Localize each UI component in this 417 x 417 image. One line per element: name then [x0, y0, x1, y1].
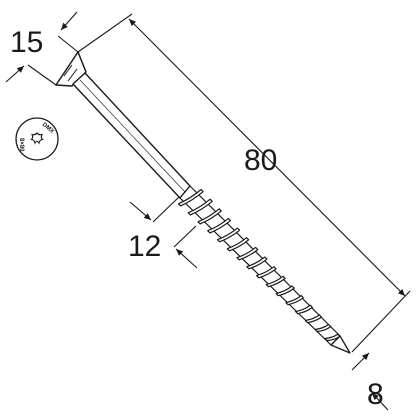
head-marking-brand: DMX: [41, 122, 55, 135]
thread-crest: [246, 256, 268, 270]
thread-crest: [236, 246, 259, 261]
screw-shank-highlight: [79, 79, 186, 193]
thread-crest: [285, 295, 304, 306]
screw-thread-core: [179, 185, 341, 346]
thread-length-label: 12: [128, 230, 161, 263]
shank-dim-arrow-upper: [351, 352, 370, 371]
thread-extension-line-lower: [173, 225, 197, 248]
thread-crest: [265, 275, 286, 288]
shank-dim-arrow-lower: [371, 392, 389, 411]
thread-crest: [187, 198, 213, 216]
screw-body: [55, 51, 351, 354]
head-diameter-label: 15: [10, 26, 43, 59]
thread-crest: [256, 266, 277, 279]
head-top-circle: [15, 117, 59, 161]
thread-crest: [304, 314, 323, 324]
screw-head-rib: [67, 68, 78, 82]
head-marking-code: 8×80: [18, 138, 24, 152]
length-label: 80: [244, 144, 277, 177]
thread-crest: [324, 333, 341, 342]
head-dim-arrow-lower: [5, 65, 25, 83]
length-dimension: [77, 13, 411, 353]
shank-diameter-dimension: [351, 352, 389, 411]
screw-thread-crests: [177, 188, 341, 342]
thread-crest: [177, 188, 204, 207]
head-dim-arrow-upper: [60, 11, 78, 31]
thread-crest: [197, 208, 222, 225]
screw-shank: [72, 72, 191, 199]
head-extension-line-lower: [27, 64, 57, 86]
head-diameter-dimension: [5, 11, 79, 86]
thread-crest: [216, 227, 241, 243]
length-extension-line-tip: [351, 290, 411, 353]
shank-diameter-label: 8: [367, 378, 384, 411]
head-extension-line-upper: [57, 35, 79, 53]
thread-dim-arrow-upper: [129, 201, 152, 221]
head-top-view: DMX 8×80: [15, 117, 59, 161]
thread-crest: [295, 304, 313, 315]
thread-dimension: [129, 195, 198, 269]
thread-crest: [226, 237, 250, 252]
screw-head-rib: [63, 64, 73, 77]
length-dimension-line: [128, 18, 406, 297]
thread-crest: [207, 217, 231, 234]
screw-tip: [330, 335, 351, 354]
length-extension-line-head: [77, 13, 133, 53]
thread-dim-arrow-lower: [175, 248, 198, 269]
torx-drive-icon: [30, 132, 44, 145]
thread-crest: [275, 285, 295, 297]
screw-head: [55, 51, 87, 87]
thread-crest: [314, 323, 332, 333]
thread-extension-line-upper: [152, 195, 181, 223]
